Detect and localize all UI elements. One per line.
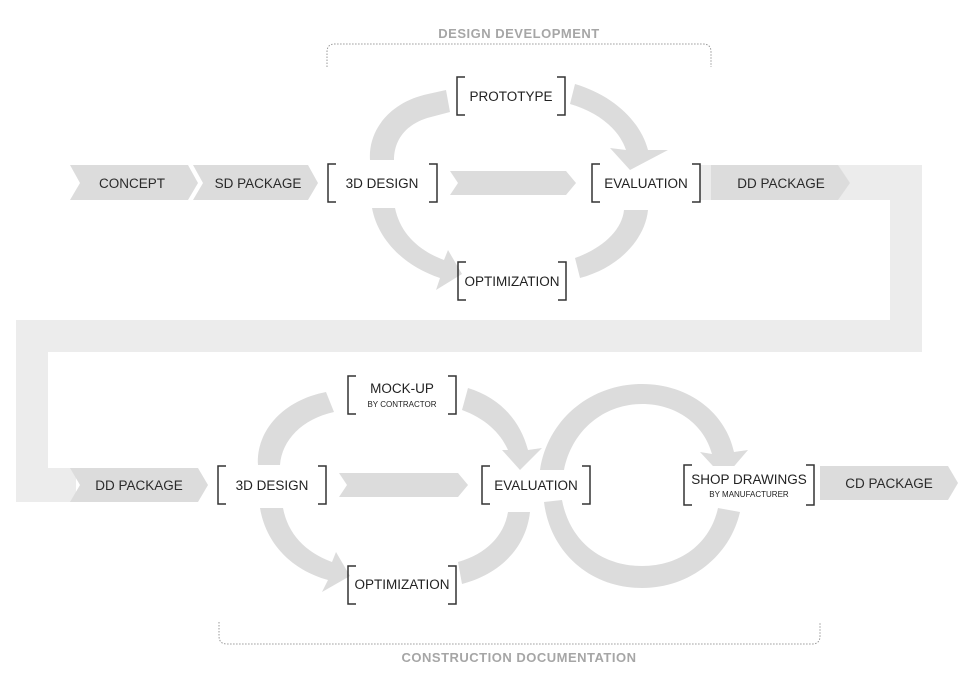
dd-package-chevron-bottom — [70, 468, 208, 502]
arc-arrow-br-top — [540, 384, 748, 478]
design-box-bottom: 3D DESIGN — [217, 465, 327, 505]
cd-package-chevron — [820, 466, 958, 500]
evaluation-box-bottom: EVALUATION — [481, 465, 591, 505]
arc-arrow-bottom-right — [575, 210, 648, 278]
prototype-box: PROTOTYPE — [456, 76, 566, 116]
arc-arrow-bl-bottom-left — [260, 508, 350, 592]
construction-documentation-bracket — [218, 622, 821, 645]
optimization-box-bottom: OPTIMIZATION — [347, 565, 457, 605]
shop-drawings-label: SHOP DRAWINGS — [691, 472, 807, 487]
shop-drawings-box: SHOP DRAWINGS BY MANUFACTURER — [683, 464, 815, 506]
evaluation-bottom-label: EVALUATION — [494, 478, 578, 493]
prototype-label: PROTOTYPE — [469, 89, 552, 104]
mockup-label: MOCK-UP — [370, 381, 434, 396]
sd-package-label: SD PACKAGE — [215, 176, 302, 191]
arc-arrow-br-bottom — [544, 500, 740, 588]
arc-arrow-bl-top-left — [257, 392, 334, 465]
sd-package-chevron — [193, 165, 318, 200]
straight-arrow-top — [450, 171, 576, 195]
arc-arrow-bl-bottom-right — [458, 512, 530, 584]
arc-arrow-top-left — [369, 90, 450, 160]
optimization-top-label: OPTIMIZATION — [465, 274, 560, 289]
design-development-bracket — [326, 43, 712, 67]
shop-drawings-backdrop — [686, 466, 812, 504]
optimization-bottom-label: OPTIMIZATION — [355, 577, 450, 592]
connector-band-lower — [16, 468, 76, 502]
design-bottom-label: 3D DESIGN — [236, 478, 309, 493]
dd-package-top-label: DD PACKAGE — [737, 176, 825, 191]
design-top-label: 3D DESIGN — [346, 176, 419, 191]
shop-drawings-sublabel: BY MANUFACTURER — [709, 490, 789, 499]
dd-package-chevron-top — [711, 165, 850, 200]
connector-band — [16, 165, 922, 468]
mockup-box: MOCK-UP BY CONTRACTOR — [347, 375, 457, 415]
design-box-top: 3D DESIGN — [327, 163, 438, 203]
section-label-design-development: DESIGN DEVELOPMENT — [438, 26, 599, 41]
concept-chevron — [70, 165, 198, 200]
concept-label: CONCEPT — [99, 176, 165, 191]
dd-package-bottom-label: DD PACKAGE — [95, 478, 183, 493]
optimization-box-top: OPTIMIZATION — [457, 261, 567, 301]
straight-arrow-bottom — [339, 473, 468, 497]
evaluation-top-label: EVALUATION — [604, 176, 688, 191]
arc-arrow-top-right — [570, 84, 668, 170]
arc-arrow-bl-top-right — [462, 388, 542, 470]
cd-package-label: CD PACKAGE — [845, 476, 933, 491]
mockup-sublabel: BY CONTRACTOR — [367, 400, 436, 409]
evaluation-box-top: EVALUATION — [591, 163, 701, 203]
section-label-construction-documentation: CONSTRUCTION DOCUMENTATION — [402, 650, 637, 665]
arc-arrow-bottom-left — [372, 208, 462, 290]
